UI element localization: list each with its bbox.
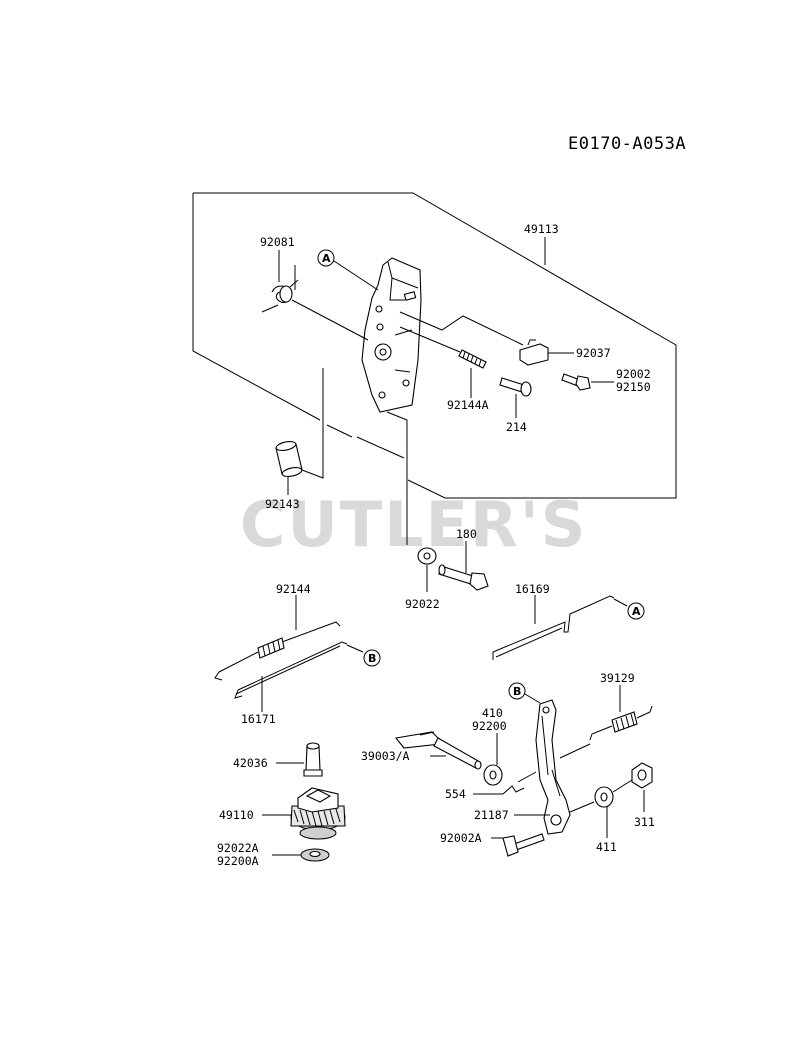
part-label-92022A: 92022A (217, 841, 259, 855)
spring-92144A (458, 349, 487, 369)
spring-92081 (261, 279, 299, 313)
part-label-180: 180 (456, 527, 477, 541)
connector-92037 (399, 311, 524, 346)
part-label-92144: 92144 (276, 582, 311, 596)
callout-a-top (317, 249, 335, 267)
washer-411-hole (600, 792, 608, 802)
shaft-39003A (394, 731, 482, 770)
bolt-180 (438, 564, 489, 591)
part-label-16169: 16169 (515, 582, 550, 596)
connector-callout-b (346, 644, 364, 653)
part-label-311: 311 (634, 815, 655, 829)
outline-seg (326, 424, 353, 438)
part-label-92200: 92200 (472, 719, 507, 733)
collar-92143 (275, 441, 303, 477)
part-label-16171: 16171 (241, 712, 276, 726)
leader-callout-a (333, 260, 379, 291)
part-label-92002A: 92002A (440, 831, 482, 845)
washer-410-hole (489, 770, 497, 780)
spring-39129 (589, 705, 653, 741)
part-label-39129: 39129 (600, 671, 635, 685)
part-label-49113: 49113 (524, 222, 559, 236)
part-label-411: 411 (596, 840, 617, 854)
rod-16169 (492, 595, 615, 660)
clip-92037 (519, 339, 549, 366)
part-label-92143: 92143 (265, 497, 300, 511)
part-label-49110: 49110 (219, 808, 254, 822)
lever-21187 (535, 699, 571, 835)
part-label-92200A: 92200A (217, 854, 259, 868)
part-label-92150: 92150 (616, 380, 651, 394)
part-label-92037: 92037 (576, 346, 611, 360)
bolt-92002 (561, 373, 591, 391)
assembly-outline (192, 192, 677, 499)
callout-a-right (627, 602, 645, 620)
part-label-214: 214 (506, 420, 527, 434)
connector-92143 (301, 368, 324, 479)
part-label-21187: 21187 (474, 808, 509, 822)
screw-214 (499, 377, 532, 397)
bolt-92002A (502, 833, 545, 857)
nut-311-hole (637, 769, 647, 781)
pin-42036 (303, 742, 323, 777)
connector-554 (517, 771, 537, 783)
connector-92144A (399, 326, 461, 353)
part-label-92022: 92022 (405, 597, 440, 611)
governor-plate-49113 (361, 257, 422, 413)
part-label-92081: 92081 (260, 235, 295, 249)
gear-49110 (290, 787, 346, 840)
clip-554 (502, 785, 525, 795)
diagram-code: E0170-A053A (568, 134, 686, 154)
callout-a-right-text: A (632, 605, 641, 618)
callout-b-left (363, 649, 381, 667)
spring-92144 (214, 621, 341, 681)
part-label-42036: 42036 (233, 756, 268, 770)
connector-callout-a (613, 598, 628, 607)
callout-a-top-text: A (322, 252, 331, 265)
connector-411 (569, 801, 595, 813)
part-label-92144A: 92144A (447, 398, 489, 412)
connector-92022 (386, 411, 408, 545)
washer-92022A-hole (309, 850, 321, 858)
callout-b-right (508, 682, 526, 700)
rod-16171 (234, 641, 348, 699)
leader-callout-b-right (524, 693, 541, 704)
washer-92022-hole (423, 552, 431, 560)
connector-92081 (291, 299, 369, 341)
part-label-410: 410 (482, 706, 503, 720)
part-label-39003A: 39003/A (361, 749, 410, 763)
callout-b-right-text: B (513, 685, 521, 698)
callout-b-left-text: B (368, 652, 376, 665)
watermark: CUTLER'S (240, 488, 587, 561)
part-label-554: 554 (445, 787, 466, 801)
part-label-92002: 92002 (616, 367, 651, 381)
connector-311 (612, 779, 633, 793)
connector-39129 (559, 743, 591, 759)
